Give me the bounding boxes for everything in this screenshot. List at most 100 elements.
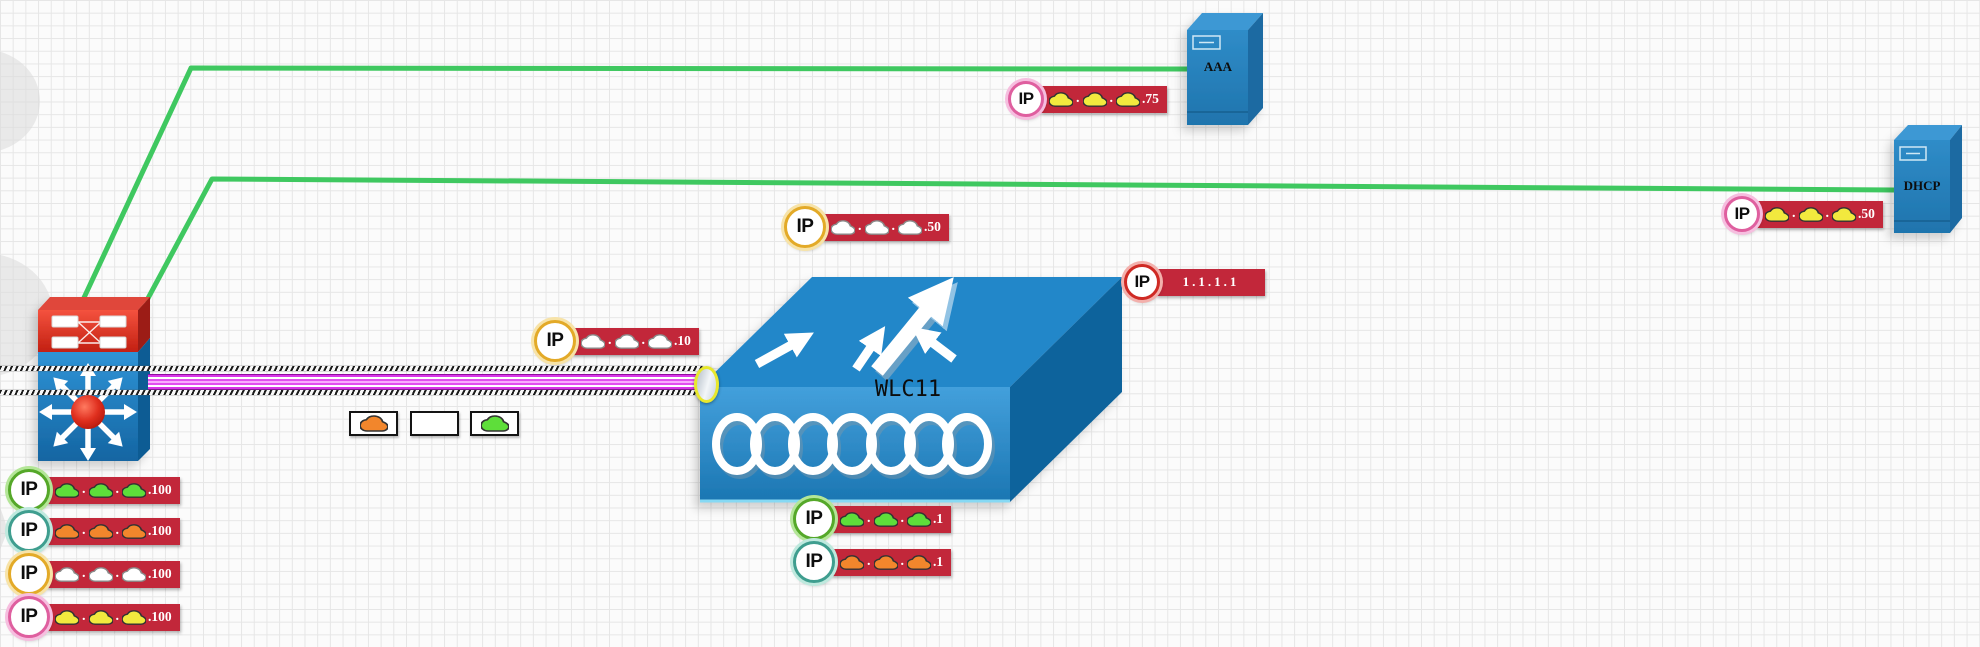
legend-box-empty[interactable]	[410, 411, 459, 436]
ip-address-box: .. .100	[47, 517, 180, 545]
cloud-icon	[1049, 91, 1073, 107]
legend-box-green[interactable]	[470, 411, 519, 436]
ip-badge: IP	[1008, 81, 1044, 117]
ip-address-text: 1.1.1.1	[1182, 274, 1240, 289]
ip-address-box: ...50	[1757, 200, 1883, 228]
octet-separator: .	[867, 554, 871, 569]
wlc-rings-icon	[712, 413, 995, 479]
cloud-icon	[873, 511, 898, 527]
cloud-icon	[898, 219, 922, 235]
ip-address-box: .. .50	[823, 213, 949, 241]
ip-label-dhcp[interactable]: IP ...50	[1724, 196, 1883, 232]
tunnel-endpoint	[694, 366, 719, 403]
ip-badge: IP	[8, 469, 50, 511]
last-octet: .75	[1142, 91, 1159, 106]
ip-badge: IP	[1124, 264, 1160, 300]
cloud-icon	[122, 523, 146, 539]
ip-badge-text: IP	[1134, 272, 1150, 291]
octet-separator: .	[858, 219, 862, 234]
last-octet: .1	[933, 511, 944, 526]
cloud-icon	[122, 566, 146, 582]
wlc-label: WLC11	[875, 377, 941, 402]
last-octet: .100	[148, 609, 172, 624]
octet-separator: .	[1109, 91, 1114, 106]
octet-separator: .	[115, 523, 120, 538]
ip-label-wlc-green[interactable]: IP...1	[793, 498, 952, 540]
octet-separator: .	[1076, 91, 1080, 106]
ip-label-wlc[interactable]: IP 1.1.1.1	[1124, 264, 1265, 300]
cloud-icon	[1798, 206, 1823, 222]
ip-label-mid-50[interactable]: IP.. .50	[784, 206, 949, 248]
cloud-icon	[648, 333, 672, 349]
cloud-icon	[480, 415, 509, 432]
tunnel-rail-top[interactable]	[0, 366, 703, 371]
ip-badge: IP	[784, 206, 826, 248]
octet-separator: .	[115, 566, 120, 581]
ip-label-sw-green[interactable]: IP...100	[8, 469, 180, 511]
cloud-icon	[831, 219, 855, 235]
last-octet: .100	[148, 523, 172, 538]
cloud-icon	[55, 482, 79, 498]
ip-badge: IP	[793, 541, 835, 583]
ip-address-box: .. .10	[573, 327, 699, 355]
ip-badge: IP	[8, 510, 50, 552]
ip-badge: IP	[8, 596, 50, 638]
cloud-icon	[122, 609, 146, 625]
cloud-icon	[88, 482, 113, 498]
ip-label-sw-white[interactable]: IP.. .100	[8, 553, 180, 595]
wlc-arrows-icon	[754, 277, 958, 381]
cloud-icon	[907, 511, 931, 527]
link-switch-to-dhcp[interactable]	[143, 176, 1895, 304]
ip-label-sw-yellow[interactable]: IP ...100	[8, 596, 180, 638]
last-octet: .50	[924, 219, 941, 234]
octet-separator: .	[82, 566, 86, 581]
last-octet: .100	[148, 482, 172, 497]
cloud-icon	[840, 511, 864, 527]
ip-address-box: 1.1.1.1	[1157, 268, 1265, 296]
ip-badge-text: IP	[20, 520, 38, 541]
switch-arrows-icon	[39, 363, 137, 461]
cloud-icon	[55, 609, 79, 625]
link-switch-to-aaa[interactable]	[79, 65, 1188, 304]
ip-address-box: ...100	[47, 476, 180, 504]
last-octet: .1	[933, 554, 944, 569]
device-wlc[interactable]: WLC11	[700, 277, 1122, 503]
octet-separator: .	[641, 333, 646, 348]
device-aaa-server[interactable]: AAA	[1187, 13, 1263, 125]
device-multilayer-switch[interactable]	[38, 297, 150, 461]
ip-badge-text: IP	[20, 606, 38, 627]
device-dhcp-server[interactable]: DHCP	[1894, 125, 1962, 233]
cloud-icon	[88, 566, 113, 582]
ghost-shadow	[0, 506, 8, 550]
ip-label-mid-10[interactable]: IP...10	[534, 320, 699, 362]
octet-separator: .	[608, 333, 612, 348]
ip-badge-text: IP	[20, 479, 38, 500]
cloud-icon	[1765, 206, 1789, 222]
ip-address-box: ...1	[832, 505, 952, 533]
ip-badge: IP	[1724, 196, 1760, 232]
ip-badge-text: IP	[20, 563, 38, 584]
aaa-label: AAA	[1204, 59, 1233, 74]
ip-badge: IP	[793, 498, 835, 540]
ip-label-wlc-orange[interactable]: IP...1	[793, 541, 952, 583]
legend-box-orange[interactable]	[349, 411, 398, 436]
last-octet: .100	[148, 566, 172, 581]
octet-separator: .	[115, 482, 120, 497]
cloud-icon	[1832, 206, 1856, 222]
cloud-icon	[122, 482, 146, 498]
ip-label-sw-orange[interactable]: IP.. .100	[8, 510, 180, 552]
ip-badge-text: IP	[1734, 204, 1750, 223]
octet-separator: .	[82, 523, 86, 538]
cloud-icon	[1082, 91, 1107, 107]
ip-badge-text: IP	[1018, 89, 1034, 108]
ip-address-box: ...100	[47, 603, 180, 631]
tunnel-link[interactable]	[148, 374, 702, 390]
ip-label-aaa[interactable]: IP.. .75	[1008, 81, 1167, 117]
last-octet: .10	[674, 333, 691, 348]
octet-separator: .	[891, 219, 896, 234]
cloud-icon	[88, 523, 113, 539]
tunnel-rail-bottom[interactable]	[0, 390, 703, 395]
octet-separator: .	[1825, 206, 1830, 221]
server-slot-icon	[1899, 146, 1927, 161]
